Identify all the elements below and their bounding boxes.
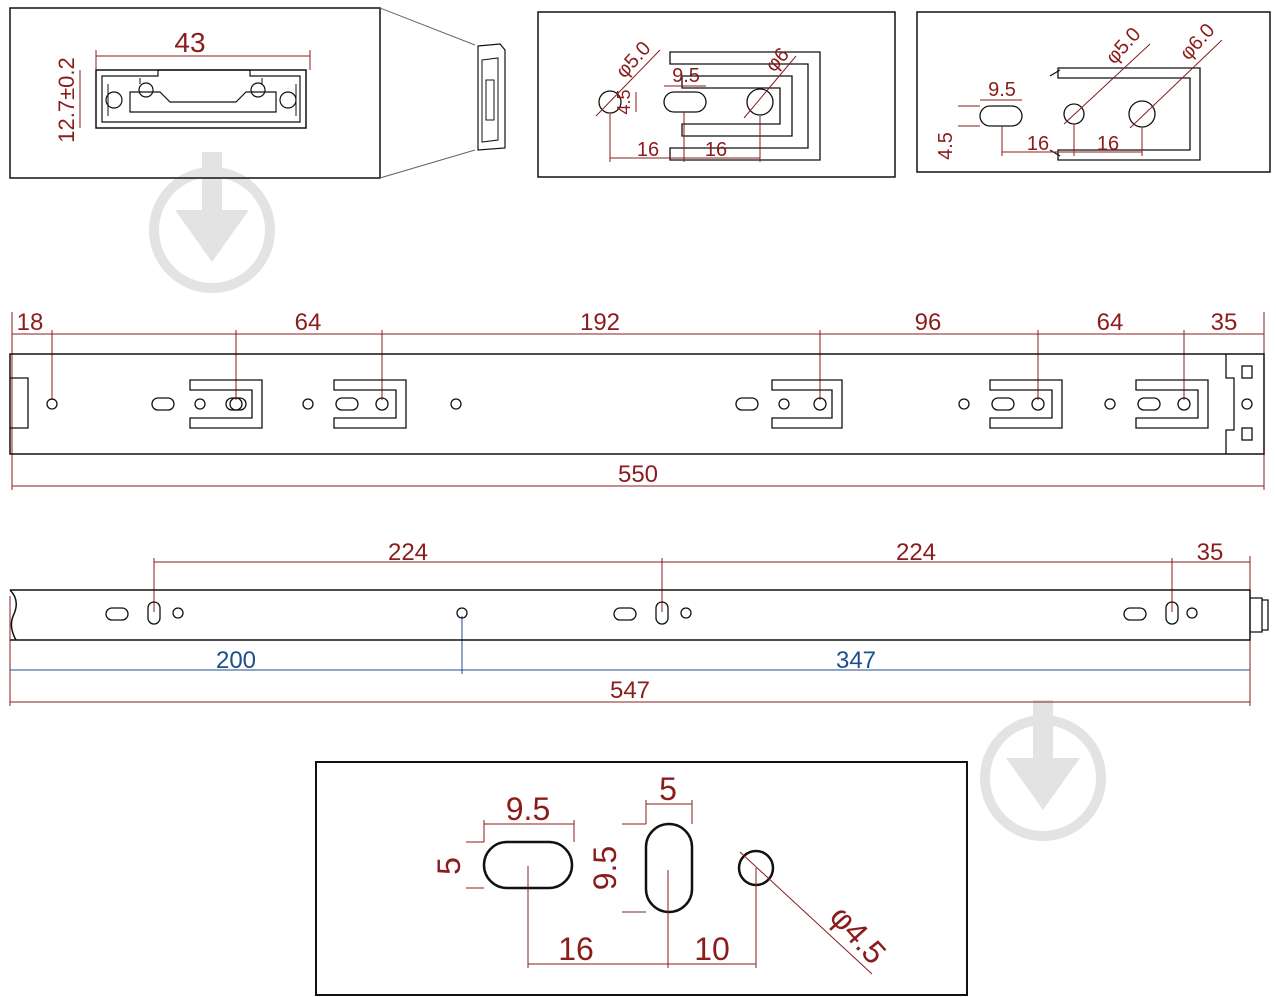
dim-pitch-2: 16 (705, 139, 727, 161)
dim-slot-len: 9.5 (672, 65, 700, 87)
dim-slot-height: 5 (431, 857, 467, 875)
dim-bottom-347: 347 (836, 647, 876, 674)
dim-bottom-224a: 224 (388, 539, 428, 566)
dim-vslot-width: 5 (659, 771, 677, 807)
dim-pitch-1: 16 (1027, 133, 1049, 155)
dim-slot-width: 4.5 (614, 89, 634, 114)
rail-top: 18 64 192 96 64 35 550 (9, 309, 1265, 490)
dim-top-96: 96 (915, 309, 942, 336)
dim-bottom-200: 200 (216, 647, 256, 674)
dim-hole-dia-2: φ6 (761, 44, 793, 77)
dim-slot-len: 9.5 (988, 79, 1016, 101)
dim-pitch-16: 16 (558, 931, 594, 967)
dim-profile-width: 43 (174, 27, 205, 58)
dim-hole-dia-2: φ6.0 (1176, 19, 1220, 64)
detail-slot-2: φ5.0 φ6.0 9.5 4.5 16 16 (916, 11, 1271, 173)
dim-top-192: 192 (580, 309, 620, 336)
dim-pitch-2: 16 (1097, 133, 1119, 155)
dim-slot-len: 9.5 (506, 791, 550, 827)
detail-slot-1: φ5.0 φ6 9.5 4.5 16 16 (537, 11, 896, 178)
dim-top-18: 18 (17, 309, 44, 336)
detail-holes: 9.5 5 5 9.5 16 10 φ4.5 (315, 761, 968, 996)
dim-profile-height: 12.7±0.2 (54, 57, 79, 142)
dim-bottom-total: 547 (610, 677, 650, 704)
watermark-icon-bottom (980, 700, 1106, 841)
dim-hole-dia: φ5.0 (612, 37, 656, 82)
dim-top-total: 550 (618, 461, 658, 488)
dim-vslot-height: 9.5 (587, 846, 623, 890)
dim-top-35: 35 (1211, 309, 1238, 336)
dim-hole-dia: φ4.5 (823, 898, 893, 971)
dim-bottom-35: 35 (1197, 539, 1224, 566)
dim-bottom-224b: 224 (896, 539, 936, 566)
watermark-icon-top (149, 152, 275, 293)
dim-top-64a: 64 (295, 309, 322, 336)
rail-bottom: 224 224 35 200 347 547 (9, 539, 1269, 706)
dim-pitch-10: 10 (694, 931, 730, 967)
dim-pitch-1: 16 (637, 139, 659, 161)
detail-profile: 43 12.7±0.2 (9, 7, 506, 179)
dim-hole-dia: φ5.0 (1102, 23, 1146, 68)
dim-top-64b: 64 (1097, 309, 1124, 336)
dim-slot-width: 4.5 (935, 132, 957, 160)
